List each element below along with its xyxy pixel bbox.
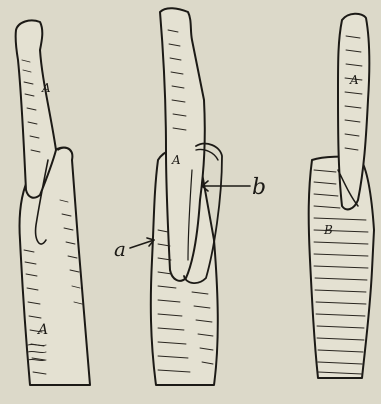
right-graft: A B — [309, 14, 374, 378]
left-scion — [16, 20, 56, 197]
callout-a-label: a — [114, 237, 126, 261]
middle-graft: A b a — [114, 8, 266, 385]
left-graft: A A — [16, 20, 90, 385]
callout-b-label: b — [252, 175, 266, 200]
left-lower-label: A — [36, 322, 48, 338]
left-upper-label: A — [41, 81, 51, 95]
right-scion-label: A — [349, 73, 359, 87]
middle-scion-label: A — [171, 153, 181, 167]
right-stock-label: B — [323, 223, 333, 237]
